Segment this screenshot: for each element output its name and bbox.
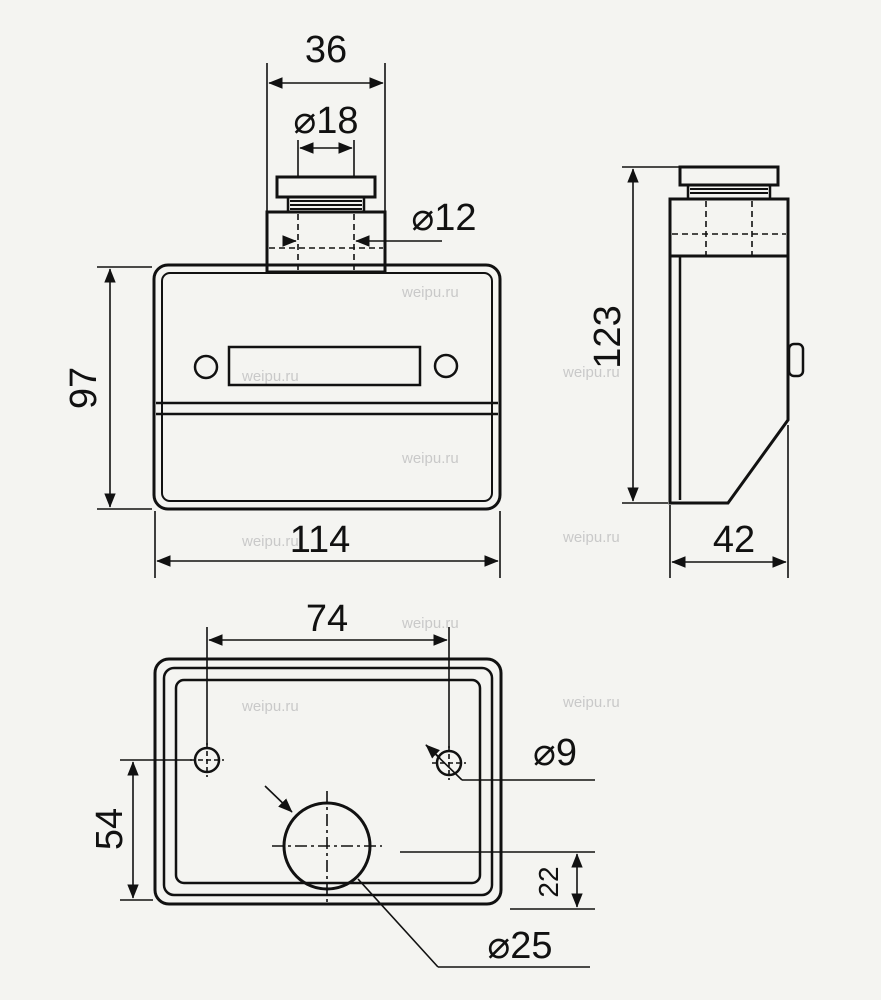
dim-side-height: 123 [587, 305, 629, 368]
screw-left [193, 354, 219, 380]
dim-center-offset: 22 [533, 866, 564, 897]
watermark: weipu.ru [562, 529, 620, 546]
bottom-body-inner [174, 678, 482, 885]
front-dimensions [97, 63, 501, 578]
watermark: weipu.ru [241, 533, 299, 550]
front-body-outer [152, 263, 502, 511]
side-knob [787, 342, 805, 378]
dim-hole-offset: 54 [89, 808, 131, 850]
watermark: weipu.ru [562, 694, 620, 711]
dim-inner-diameter: ⌀12 [411, 197, 476, 239]
display-window [227, 345, 422, 387]
watermark: weipu.ru [401, 615, 459, 632]
bottom-dimensions [120, 627, 595, 968]
dimension-labels: 36 ⌀18 ⌀12 97 114 123 42 74 ⌀9 54 22 ⌀25 [63, 29, 755, 967]
dim-hole-spacing: 74 [306, 598, 348, 640]
side-housing-profile [668, 256, 790, 505]
cable-gland-body [265, 210, 387, 274]
dim-hole-diameter: ⌀9 [533, 732, 577, 774]
side-gland-nut [678, 165, 780, 187]
front-view [152, 175, 502, 511]
dim-side-depth: 42 [713, 519, 755, 561]
dim-top-width: 36 [305, 29, 347, 71]
watermark: weipu.ru [401, 284, 459, 301]
dim-large-hole-diameter: ⌀25 [487, 925, 552, 967]
side-dimensions [622, 166, 789, 578]
dim-width: 114 [290, 519, 351, 561]
screw-right [433, 353, 459, 379]
side-view [668, 165, 805, 505]
cable-gland-nut [275, 175, 377, 199]
dim-top-diameter: ⌀18 [293, 100, 358, 142]
bottom-body-mid [162, 666, 494, 897]
watermark: weipu.ru [401, 450, 459, 467]
watermark: weipu.ru [241, 698, 299, 715]
bottom-body-outer [153, 657, 503, 906]
watermark: weipu.ru [241, 368, 299, 385]
watermarks: weipu.ru weipu.ru weipu.ru weipu.ru weip… [241, 284, 620, 715]
side-gland-body [668, 197, 790, 258]
watermark: weipu.ru [562, 364, 620, 381]
dim-height: 97 [63, 367, 105, 409]
